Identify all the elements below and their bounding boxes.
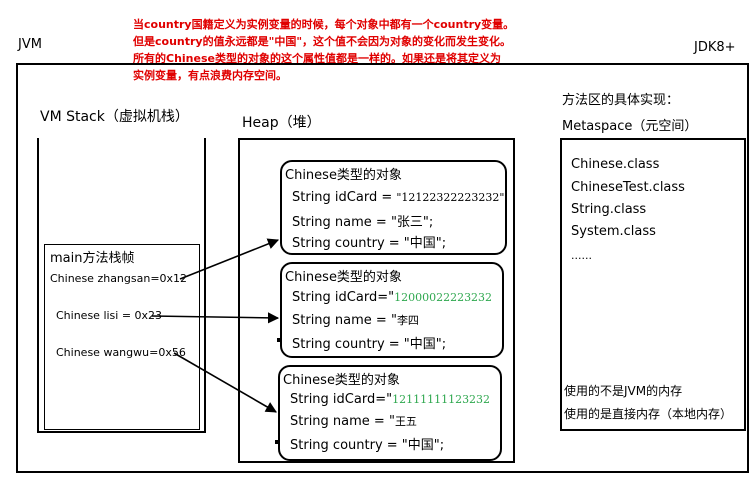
- heap-title: Heap（堆）: [242, 115, 321, 131]
- object-name: String name = "王五: [290, 413, 417, 429]
- class-item: ChineseTest.class: [571, 180, 685, 195]
- name-prefix: String name = ": [290, 414, 395, 429]
- class-item: Chinese.class: [571, 157, 660, 172]
- dot-marker: [277, 338, 280, 342]
- vm-stack-title: VM Stack（虚拟机栈）: [40, 109, 189, 125]
- arrow-lisi: [151, 312, 280, 324]
- object-name: String name = "张三";: [292, 215, 434, 230]
- stack-var-zhangsan: Chinese zhangsan=0x12: [50, 272, 188, 285]
- heap-object-lisi: [280, 262, 504, 358]
- heap-object-wangwu: [278, 365, 502, 461]
- annotation-note: 当country国籍定义为实例变量的时候，每个对象中都有一个country变量。…: [133, 16, 533, 84]
- dot-marker: [275, 440, 278, 444]
- idcard-value: 12000022223232: [394, 291, 493, 304]
- object-country: String country = "中国";: [290, 438, 445, 453]
- metaspace-region: [560, 138, 746, 431]
- object-title: Chinese类型的对象: [283, 373, 400, 388]
- stack-var-lisi: Chinese lisi = 0x23: [56, 309, 163, 322]
- arrow-wangwu: [173, 352, 277, 413]
- stack-var-wangwu: Chinese wangwu=0x56: [56, 346, 186, 359]
- note-line-1: 当country国籍定义为实例变量的时候，每个对象中都有一个country变量。: [133, 18, 515, 31]
- object-country: String country = "中国";: [292, 236, 447, 251]
- metaspace-title: Metaspace（元空间）: [562, 119, 698, 134]
- note-line-2: 但是country的值永远都是"中国"，这个值不会因为对象的变化而发生变化。: [133, 35, 512, 48]
- class-item: String.class: [571, 202, 647, 217]
- object-name: String name = "李四: [292, 312, 419, 328]
- jdk-label: JDK8+: [694, 40, 736, 55]
- stack-frame-title: main方法栈帧: [50, 251, 135, 266]
- object-idcard: String idCard = "12122322223232": [292, 190, 504, 205]
- heap-region: [238, 138, 515, 463]
- idcard-prefix: String idCard =: [292, 190, 397, 205]
- object-country: String country = "中国";: [292, 337, 447, 352]
- object-title: Chinese类型的对象: [285, 168, 402, 183]
- arrow-zhangsan: [179, 238, 280, 280]
- name-value: 王五: [394, 415, 417, 428]
- name-value: 李四: [396, 314, 419, 327]
- object-title: Chinese类型的对象: [285, 270, 402, 285]
- memory-note-1: 使用的不是JVM的内存: [564, 384, 683, 398]
- note-line-4: 实例变量，有点浪费内存空间。: [133, 69, 287, 82]
- heap-object-zhangsan: [280, 160, 507, 255]
- class-item: System.class: [571, 224, 656, 239]
- note-line-3: 所有的Chinese类型的对象的这个属性值都是一样的。如果还是将其定义为: [133, 52, 501, 65]
- idcard-prefix: String idCard=": [292, 290, 395, 305]
- jvm-frame: [16, 63, 749, 473]
- object-idcard: String idCard="12111111123232: [290, 392, 490, 407]
- main-stack-frame: [44, 244, 200, 430]
- idcard-prefix: String idCard=": [290, 392, 393, 407]
- method-area-title: 方法区的具体实现：: [562, 93, 680, 108]
- object-idcard: String idCard="12000022223232: [292, 290, 492, 305]
- jvm-label: JVM: [18, 37, 42, 52]
- memory-note-2: 使用的是直接内存（本地内存）: [564, 407, 733, 421]
- idcard-value: "12122322223232": [396, 191, 505, 204]
- class-item: ......: [571, 249, 592, 262]
- idcard-value: 12111111123232: [392, 393, 491, 406]
- name-prefix: String name = ": [292, 313, 397, 328]
